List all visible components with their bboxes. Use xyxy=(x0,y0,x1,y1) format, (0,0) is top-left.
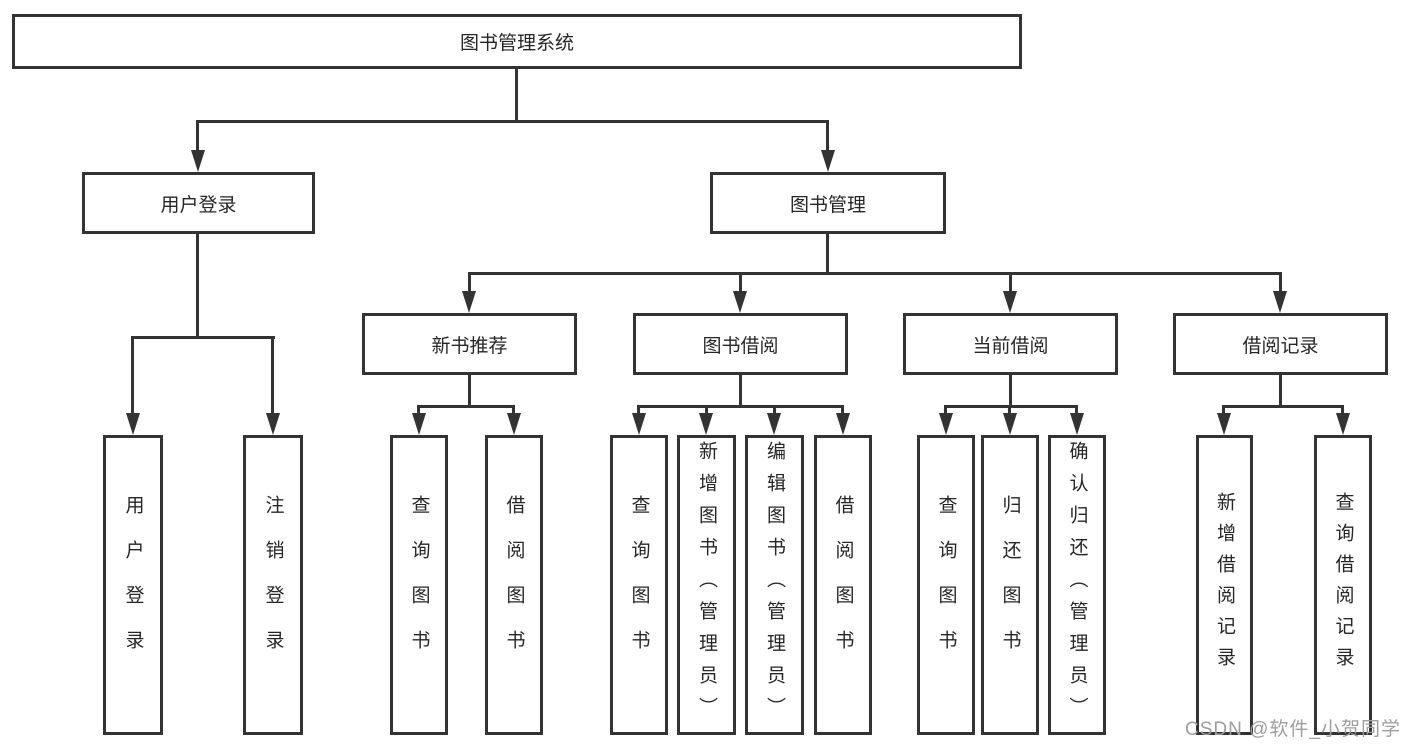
arrow-down-icon xyxy=(1273,291,1287,313)
node-root-label: 图书管理系统 xyxy=(459,33,574,54)
node-book-borrowing-label: 图书借阅 xyxy=(702,335,779,357)
connector-current-hline xyxy=(946,405,1077,408)
connector-book-mgmt-hline xyxy=(469,272,1281,275)
arrow-down-icon xyxy=(632,413,646,435)
arrow-down-icon xyxy=(191,150,205,172)
arrow-down-icon xyxy=(733,291,747,313)
node-book-borrowing: 图书借阅 xyxy=(633,313,848,375)
node-user-login-label: 用户登录 xyxy=(160,194,237,216)
node-current-borrowing-label: 当前借阅 xyxy=(972,335,1049,357)
arrow-down-icon xyxy=(1070,413,1084,435)
node-leaf-query-books-recommend: 查询图书 xyxy=(390,435,448,735)
node-leaf-return-books-label: 归还图书 xyxy=(999,495,1021,675)
node-leaf-logout: 注销登录 xyxy=(243,435,303,735)
arrow-down-icon xyxy=(126,413,140,435)
node-leaf-add-books-admin-label: 新增图书（管理员） xyxy=(696,441,717,729)
node-user-login: 用户登录 xyxy=(82,172,315,234)
connector-leaf-drop xyxy=(271,336,274,413)
node-leaf-query-borrow-record: 查询借阅记录 xyxy=(1314,435,1372,735)
connector-book-mgmt-stem xyxy=(826,234,829,272)
arrow-down-icon xyxy=(1336,413,1350,435)
node-leaf-query-books-borrowing-label: 查询图书 xyxy=(628,495,650,675)
node-leaf-query-books-current-label: 查询图书 xyxy=(935,495,957,675)
node-book-management: 图书管理 xyxy=(710,172,946,234)
connector-leaf-drop xyxy=(841,405,844,413)
arrow-down-icon xyxy=(462,291,476,313)
arrow-down-icon xyxy=(699,413,713,435)
node-root: 图书管理系统 xyxy=(12,14,1022,69)
arrow-down-icon xyxy=(412,413,426,435)
connector-borrowing-hline xyxy=(639,405,843,408)
connector-recommend-stem xyxy=(468,375,471,405)
arrow-down-icon xyxy=(821,150,835,172)
node-leaf-add-borrow-record-label: 新增借阅记录 xyxy=(1214,492,1235,678)
node-leaf-confirm-return-admin: 确认归还（管理员） xyxy=(1048,435,1106,735)
node-new-book-recommend: 新书推荐 xyxy=(362,313,577,375)
connector-level3-drop xyxy=(739,272,742,291)
node-leaf-query-books-recommend-label: 查询图书 xyxy=(408,495,430,675)
node-leaf-logout-label: 注销登录 xyxy=(262,495,284,675)
connector-leaf-drop xyxy=(705,405,708,413)
arrow-down-icon xyxy=(1003,413,1017,435)
node-book-management-label: 图书管理 xyxy=(789,194,866,216)
node-leaf-query-books-borrowing: 查询图书 xyxy=(610,435,668,735)
connector-records-hline xyxy=(1224,405,1343,408)
node-leaf-query-books-current: 查询图书 xyxy=(917,435,975,735)
node-current-borrowing: 当前借阅 xyxy=(903,313,1118,375)
node-leaf-edit-books-admin-label: 编辑图书（管理员） xyxy=(764,441,785,729)
node-borrow-records-label: 借阅记录 xyxy=(1242,335,1319,357)
node-leaf-add-borrow-record: 新增借阅记录 xyxy=(1196,435,1253,735)
connector-user-login-stem xyxy=(196,234,199,336)
node-borrow-records: 借阅记录 xyxy=(1173,313,1388,375)
connector-leaf-drop xyxy=(773,405,776,413)
connector-leaf-drop xyxy=(944,405,947,413)
node-new-book-recommend-label: 新书推荐 xyxy=(431,335,508,357)
arrow-down-icon xyxy=(836,413,850,435)
arrow-down-icon xyxy=(266,413,280,435)
connector-records-stem xyxy=(1279,375,1282,405)
node-leaf-add-books-admin: 新增图书（管理员） xyxy=(677,435,736,735)
arrow-down-icon xyxy=(507,413,521,435)
connector-leaf-drop xyxy=(1222,405,1225,413)
connector-borrowing-stem xyxy=(739,375,742,405)
arrow-down-icon xyxy=(939,413,953,435)
connector-leaf-drop xyxy=(1341,405,1344,413)
connector-leaf-drop xyxy=(512,405,515,413)
arrow-down-icon xyxy=(1217,413,1231,435)
node-leaf-user-login: 用户登录 xyxy=(103,435,163,735)
node-leaf-borrow-books-borrowing: 借阅图书 xyxy=(814,435,872,735)
node-leaf-edit-books-admin: 编辑图书（管理员） xyxy=(745,435,804,735)
connector-leaf-drop xyxy=(131,336,134,413)
connector-leaf-drop xyxy=(1008,405,1011,413)
node-leaf-borrow-books-borrowing-label: 借阅图书 xyxy=(832,495,854,675)
node-leaf-borrow-books-recommend-label: 借阅图书 xyxy=(503,495,525,675)
connector-level3-drop xyxy=(468,272,471,291)
connector-level3-drop xyxy=(1279,272,1282,291)
connector-book-mgmt-drop xyxy=(826,120,829,150)
node-leaf-query-borrow-record-label: 查询借阅记录 xyxy=(1332,492,1354,678)
connector-recommend-hline xyxy=(419,405,515,408)
connector-current-stem xyxy=(1009,375,1012,405)
connector-user-login-drop xyxy=(196,120,199,150)
connector-root-stem xyxy=(515,69,518,120)
node-leaf-user-login-label: 用户登录 xyxy=(122,495,144,675)
connector-leaf-drop xyxy=(1075,405,1078,413)
connector-level3-drop xyxy=(1009,272,1012,291)
connector-leaf-drop xyxy=(637,405,640,413)
node-leaf-return-books: 归还图书 xyxy=(981,435,1039,735)
connector-user-login-hline xyxy=(133,336,275,339)
arrow-down-icon xyxy=(767,413,781,435)
connector-root-hline xyxy=(197,120,829,123)
node-leaf-borrow-books-recommend: 借阅图书 xyxy=(485,435,543,735)
csdn-watermark: CSDN @软件_小贺同学 xyxy=(1185,719,1401,740)
node-leaf-confirm-return-admin-label: 确认归还（管理员） xyxy=(1066,441,1088,729)
arrow-down-icon xyxy=(1003,291,1017,313)
connector-leaf-drop xyxy=(417,405,420,413)
